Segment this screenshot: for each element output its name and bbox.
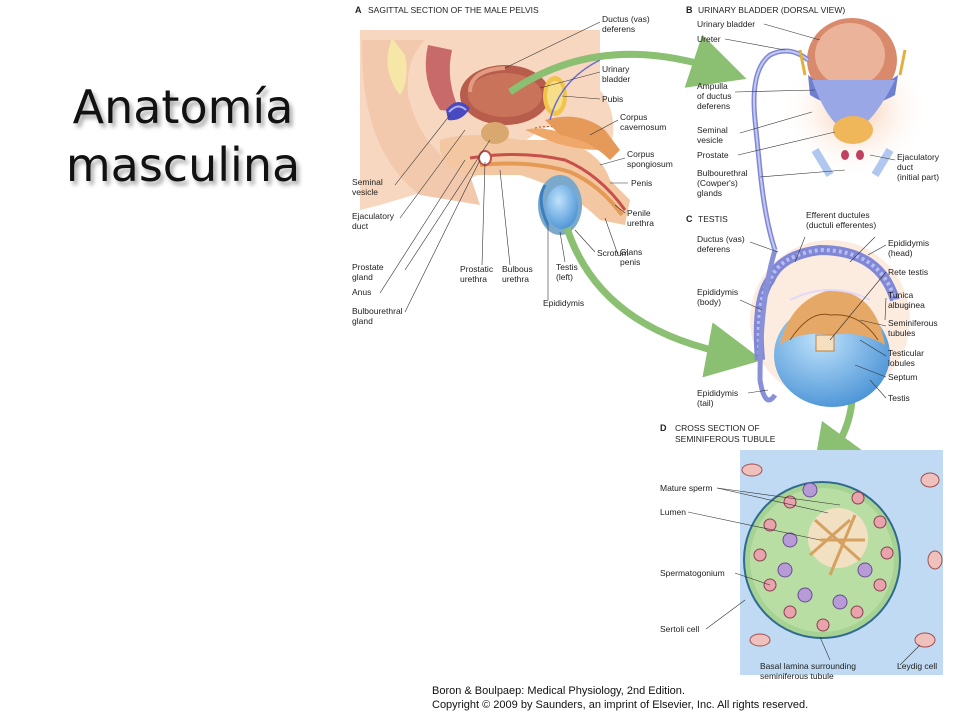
label-urinary-bladder-b: Urinary bladder [697,19,755,29]
label-epididymis-tail: Epididymis(tail) [697,388,738,408]
label-rete-testis: Rete testis [888,267,928,277]
label-anus: Anus [352,287,371,297]
primary-spermatocyte-cells [777,482,873,610]
label-sertoli-cell: Sertoli cell [660,624,699,634]
label-epididymis: Epididymis [543,298,584,308]
label-efferent-ductules: Efferent ductules(ductuli efferentes) [806,210,876,230]
svg-text:SAGITTAL SECTION OF THE MALE P: SAGITTAL SECTION OF THE MALE PELVIS [368,5,539,15]
svg-text:D: D [660,423,667,433]
label-epididymis-body: Epididymis(body) [697,287,738,307]
credit-line2: Copyright © 2009 by Saunders, an imprint… [432,699,809,711]
label-bulbourethral-b: Bulbourethral(Cowper's)glands [697,168,748,198]
svg-text:A: A [355,5,362,15]
label-testis-left: Testis(left) [556,262,578,282]
panel-d-illustration [740,450,943,675]
label-ductus-deferens-c: Ductus (vas)deferens [697,234,745,254]
panel-a-illustration [360,30,630,235]
label-septum: Septum [888,372,917,382]
panel-c-illustration [750,240,910,407]
leader-lines [379,21,921,666]
label-epididymis-head: Epididymis(head) [888,238,929,258]
panel-a-header: A SAGITTAL SECTION OF THE MALE PELVIS [355,5,539,15]
slide-title-line1: Anatomía [72,80,294,134]
labels-panel-c: Efferent ductules(ductuli efferentes) Du… [697,210,938,408]
label-spermatogonium: Spermatogonium [660,568,725,578]
svg-text:CROSS SECTION OF: CROSS SECTION OF [675,423,760,433]
label-prostate-b: Prostate [697,150,729,160]
svg-text:C: C [686,214,693,224]
slide-title: Anatomía masculina [48,78,318,194]
label-penis: Penis [631,178,652,188]
label-lumen: Lumen [660,507,686,517]
svg-text:URINARY BLADDER (DORSAL VIEW): URINARY BLADDER (DORSAL VIEW) [698,5,845,15]
label-ureter: Ureter [697,34,721,44]
svg-text:B: B [686,5,693,15]
panel-b-header: B URINARY BLADDER (DORSAL VIEW) [686,5,845,15]
label-mature-sperm: Mature sperm [660,483,712,493]
label-testis-c: Testis [888,393,910,403]
svg-text:TESTIS: TESTIS [698,214,728,224]
svg-text:SEMINIFEROUS TUBULE: SEMINIFEROUS TUBULE [675,434,776,444]
credit-line1: Boron & Boulpaep: Medical Physiology, 2n… [432,685,685,697]
panel-d-header: D CROSS SECTION OF SEMINIFEROUS TUBULE [660,423,776,444]
label-leydig-cell: Leydig cell [897,661,937,671]
leydig-cells [741,463,943,648]
label-scrotum: Scrotum [597,248,629,258]
labels-panel-d: Mature sperm Lumen Spermatogonium Sertol… [660,483,937,681]
panel-b-illustration [751,18,930,251]
label-pubis: Pubis [602,94,623,104]
label-ductus-vas-deferens: Ductus (vas)deferens [602,14,650,34]
copyright-credit: Boron & Boulpaep: Medical Physiology, 2n… [432,684,808,712]
panel-c-header: C TESTIS [686,214,728,224]
slide-title-line2: masculina [65,138,301,192]
